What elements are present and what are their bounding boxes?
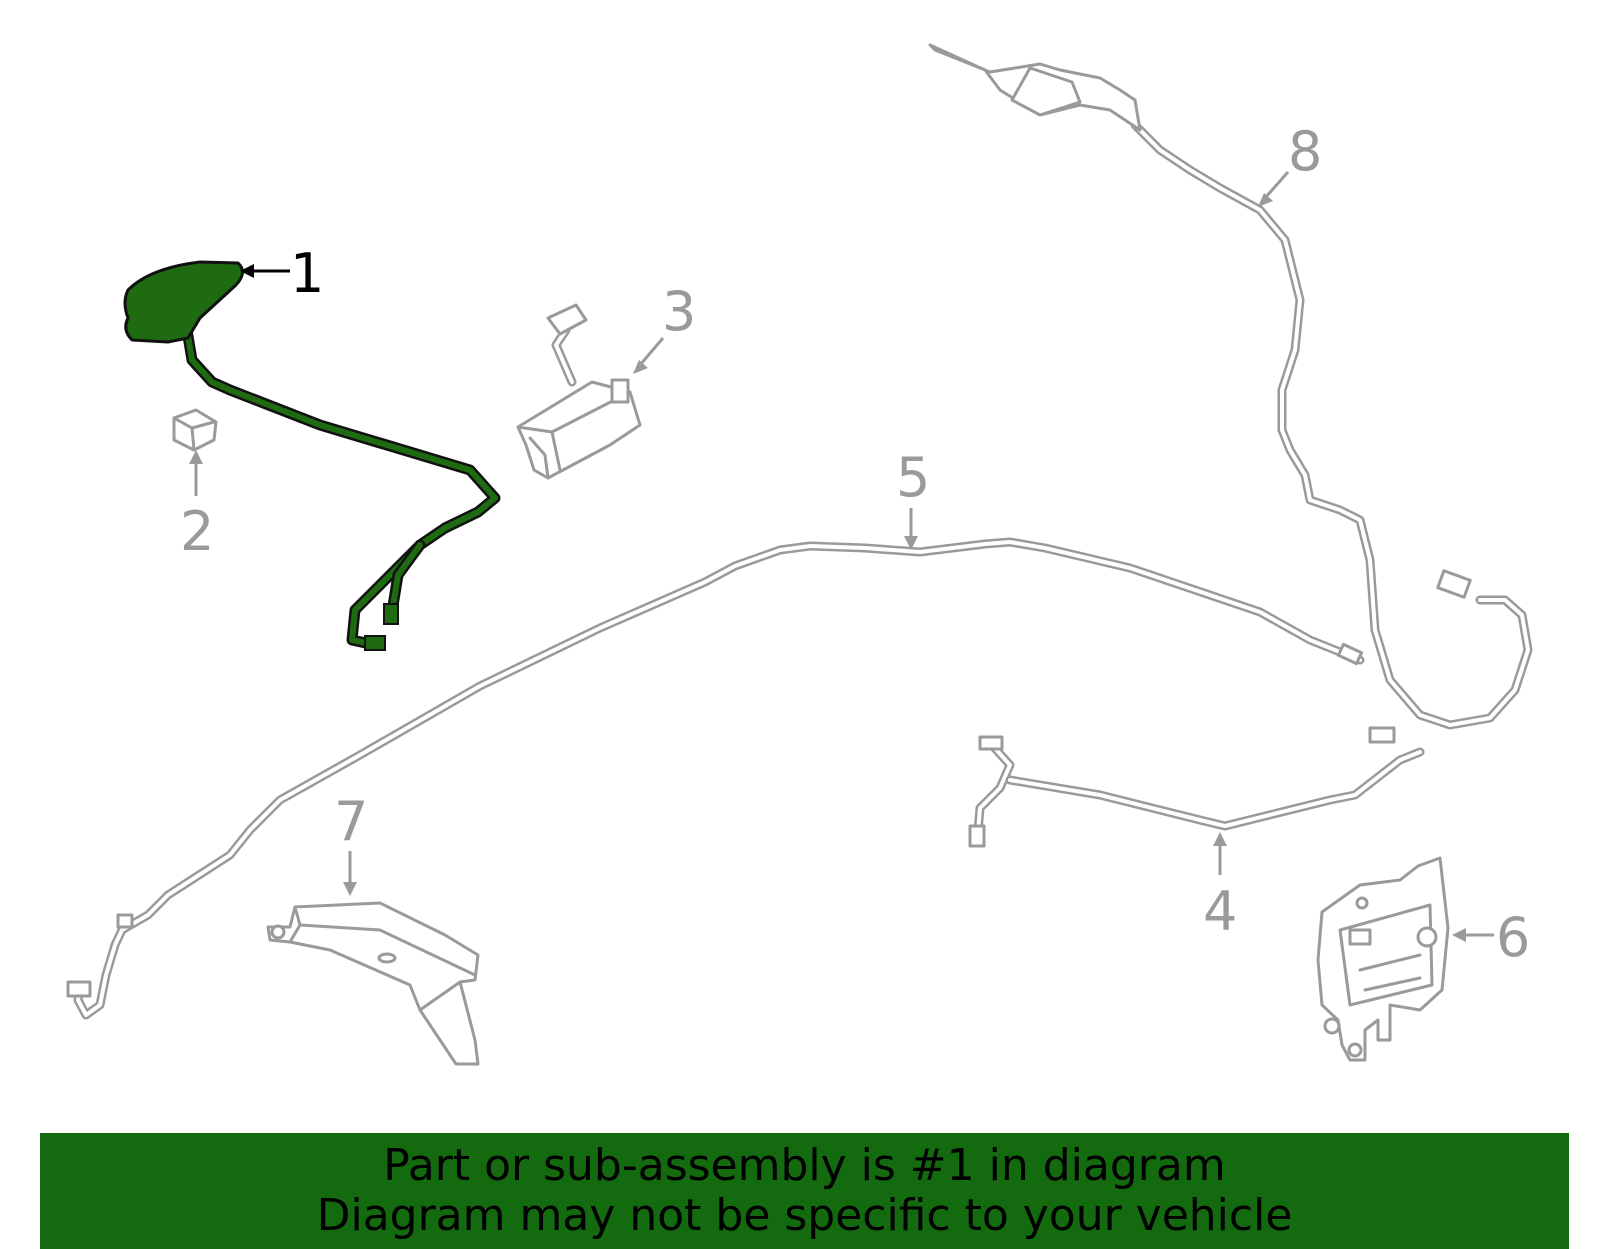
- callout-5-label: 5: [896, 446, 930, 509]
- callout-8: 8: [1258, 120, 1322, 207]
- callout-6-label: 6: [1496, 906, 1530, 969]
- callout-2-label: 2: [180, 500, 214, 563]
- part-8-antenna-cable[interactable]: [928, 43, 1533, 730]
- callout-5: 5: [896, 446, 930, 550]
- callout-3-label: 3: [662, 280, 696, 343]
- banner-line-1: Part or sub-assembly is #1 in diagram: [383, 1140, 1226, 1191]
- callout-1-label: 1: [290, 242, 324, 305]
- part-1-antenna-assembly[interactable]: [123, 260, 501, 651]
- banner-line-2: Diagram may not be specific to your vehi…: [316, 1190, 1293, 1241]
- callout-3: 3: [633, 280, 696, 374]
- callout-8-label: 8: [1288, 120, 1322, 183]
- part-2-nut[interactable]: [172, 408, 218, 452]
- callout-4: 4: [1203, 832, 1237, 943]
- part-6-control-unit[interactable]: [1316, 856, 1450, 1062]
- callout-2: 2: [180, 450, 214, 563]
- part-3-module[interactable]: [516, 303, 642, 480]
- disclaimer-banner: Part or sub-assembly is #1 in diagram Di…: [40, 1133, 1569, 1249]
- callout-7: 7: [334, 790, 368, 896]
- callout-1: 1: [240, 242, 324, 305]
- part-5-long-cable[interactable]: [66, 537, 1365, 1020]
- callout-6: 6: [1452, 906, 1530, 969]
- callout-4-label: 4: [1203, 880, 1237, 943]
- callout-7-label: 7: [334, 790, 368, 853]
- part-4-cable[interactable]: [968, 726, 1425, 848]
- part-7-bracket[interactable]: [266, 901, 480, 1066]
